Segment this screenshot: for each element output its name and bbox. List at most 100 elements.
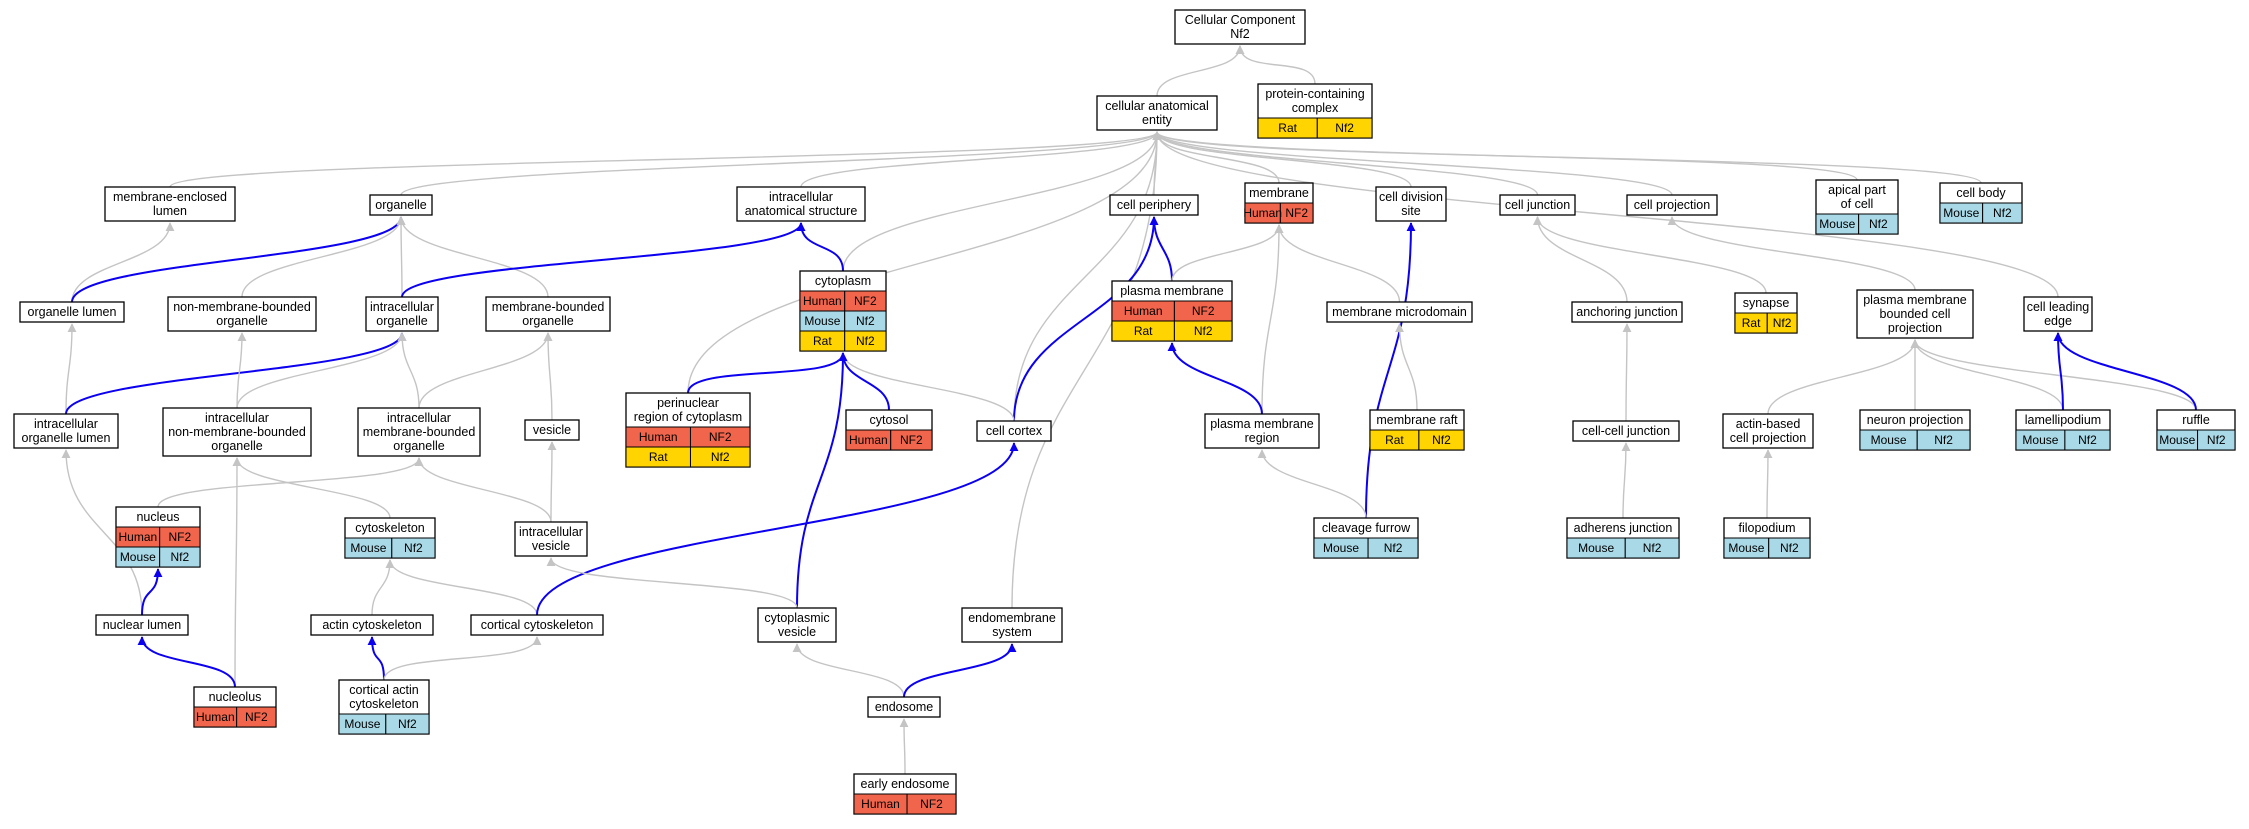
node-vesicle[interactable]: vesicle <box>524 419 580 441</box>
node-title-line: organelle <box>216 314 267 328</box>
node-title-line: membrane microdomain <box>1332 305 1467 319</box>
node-title-line: intracellular <box>34 417 98 431</box>
edge-inmbo-to-nmbo <box>236 332 247 409</box>
node-nlumen[interactable]: nuclear lumen <box>95 614 189 636</box>
gene-cell <box>1418 429 1465 451</box>
node-title-line: intracellular <box>205 411 269 425</box>
node-organelle[interactable]: organelle <box>369 194 433 216</box>
node-title-line: nucleolus <box>209 690 262 704</box>
taxon-label: Mouse <box>1323 541 1359 555</box>
gene-label: Nf2 <box>1335 121 1354 135</box>
node-cperiph[interactable]: cell periphery <box>1109 194 1199 216</box>
taxon-label: Human <box>849 433 888 447</box>
node-ccortex[interactable]: cell cortex <box>976 420 1052 442</box>
node-title-line: cytoplasm <box>815 274 871 288</box>
edge-cproj-to-cae <box>1152 131 1673 196</box>
edge-endosome-to-endomembrane <box>903 643 1017 698</box>
node-box <box>1096 95 1218 131</box>
node-title-line: membrane-bounded <box>492 300 605 314</box>
node-inmbo[interactable]: intracellularnon-membrane-boundedorganel… <box>162 407 312 457</box>
node-cproj[interactable]: cell projection <box>1626 194 1718 216</box>
gene-label: Nf2 <box>2078 433 2097 447</box>
node-title-line: vesicle <box>533 423 571 437</box>
node-title-line: intracellular <box>769 190 833 204</box>
edge-corticalcyto-to-cytoskeleton <box>385 559 538 616</box>
edge-io-to-organelle <box>396 216 406 298</box>
taxon-label: Rat <box>813 334 832 348</box>
edge-pmbcp-to-cproj <box>1667 216 1916 291</box>
node-box <box>485 296 611 332</box>
gene-label: Nf2 <box>1384 541 1403 555</box>
node-ccj[interactable]: cell-cell junction <box>1572 420 1680 442</box>
taxon-label: Mouse <box>350 541 386 555</box>
edge-olumen-to-mel <box>71 222 175 303</box>
edge-cac-to-corticalcyto <box>383 636 542 681</box>
gene-label: Nf2 <box>856 334 875 348</box>
edge-olumen-to-organelle <box>71 216 406 303</box>
node-box <box>1572 420 1680 442</box>
node-actincyto[interactable]: actin cytoskeleton <box>310 614 434 636</box>
node-cjunction[interactable]: cell junction <box>1499 194 1576 216</box>
node-title-line: lumen <box>153 204 187 218</box>
node-mmd[interactable]: membrane microdomain <box>1326 301 1473 323</box>
gene-cell <box>1367 537 1419 559</box>
gene-cell <box>159 546 201 568</box>
node-box <box>976 420 1052 442</box>
node-title-line: cortical actin <box>349 683 419 697</box>
node-box <box>1109 194 1199 216</box>
node-title-line: nuclear lumen <box>103 618 182 632</box>
node-endosome[interactable]: endosome <box>867 696 941 718</box>
edge-ias-to-cae <box>800 131 1162 188</box>
node-corticalcyto[interactable]: cortical cytoskeleton <box>470 614 604 636</box>
node-aj[interactable]: anchoring junction <box>1571 301 1683 323</box>
node-title-line: organelle <box>211 439 262 453</box>
edge-pmr-to-membrane <box>1261 224 1284 415</box>
edge-perinuclear-to-cytoplasm <box>687 352 848 394</box>
gene-cell <box>844 330 887 352</box>
node-olumen[interactable]: organelle lumen <box>19 301 125 323</box>
edge-mbo-to-organelle <box>396 216 549 298</box>
edge-ivesicle-to-vesicle <box>547 441 557 523</box>
edge-cds-to-cae <box>1152 131 1412 188</box>
node-box <box>365 296 439 332</box>
edge-imbo-to-io <box>397 332 420 409</box>
